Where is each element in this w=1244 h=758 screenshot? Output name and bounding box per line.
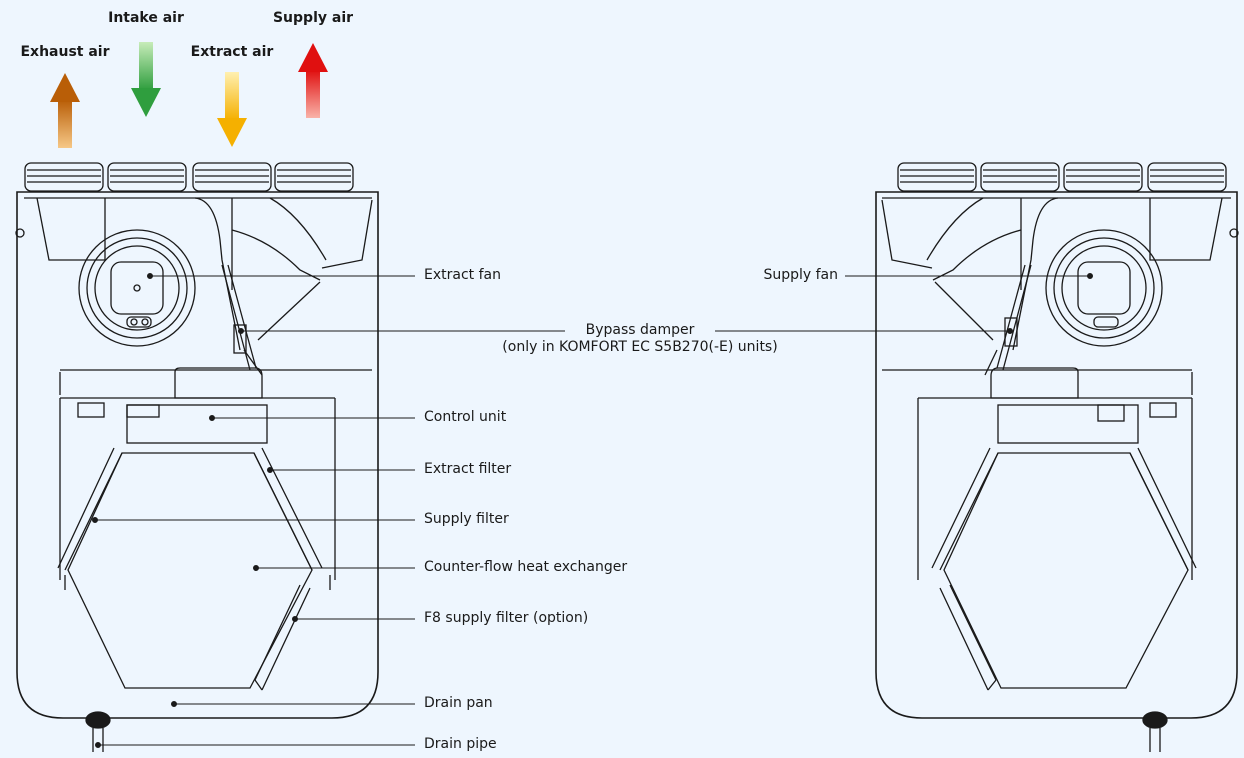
- right-spigots: [897, 162, 1227, 192]
- bypass-damper-note: (only in KOMFORT EC S5B270(-E) units): [502, 339, 778, 355]
- bypass-damper-title: Bypass damper: [585, 322, 695, 338]
- supply-filter-label: Supply filter: [424, 511, 509, 527]
- drain-pipe-label: Drain pipe: [424, 736, 497, 752]
- drain-pan-label: Drain pan: [424, 695, 493, 711]
- exhaust-air-label: Exhaust air: [20, 44, 110, 60]
- supply-air-label: Supply air: [272, 10, 354, 26]
- intake-air-arrow-icon: [131, 42, 161, 117]
- extract-air-arrow-icon: [217, 72, 247, 147]
- supply-fan-label: Supply fan: [763, 267, 838, 283]
- exhaust-air-arrow-icon: [50, 73, 80, 148]
- leader-lines: [92, 273, 1093, 748]
- bypass-damper-label: Bypass damper (only in KOMFORT EC S5B270…: [502, 322, 777, 356]
- extract-filter-label: Extract filter: [424, 461, 512, 477]
- left-spigots: [24, 162, 354, 192]
- heat-exchanger-label: Counter-flow heat exchanger: [424, 559, 628, 575]
- left-unit: [15, 162, 379, 752]
- right-unit: [875, 162, 1239, 752]
- supply-air-arrow-icon: [298, 43, 328, 118]
- extract-fan-label: Extract fan: [424, 267, 501, 283]
- control-unit-label: Control unit: [424, 409, 507, 425]
- intake-air-label: Intake air: [108, 10, 184, 26]
- extract-air-label: Extract air: [190, 44, 274, 60]
- f8-supply-filter-label: F8 supply filter (option): [424, 610, 589, 626]
